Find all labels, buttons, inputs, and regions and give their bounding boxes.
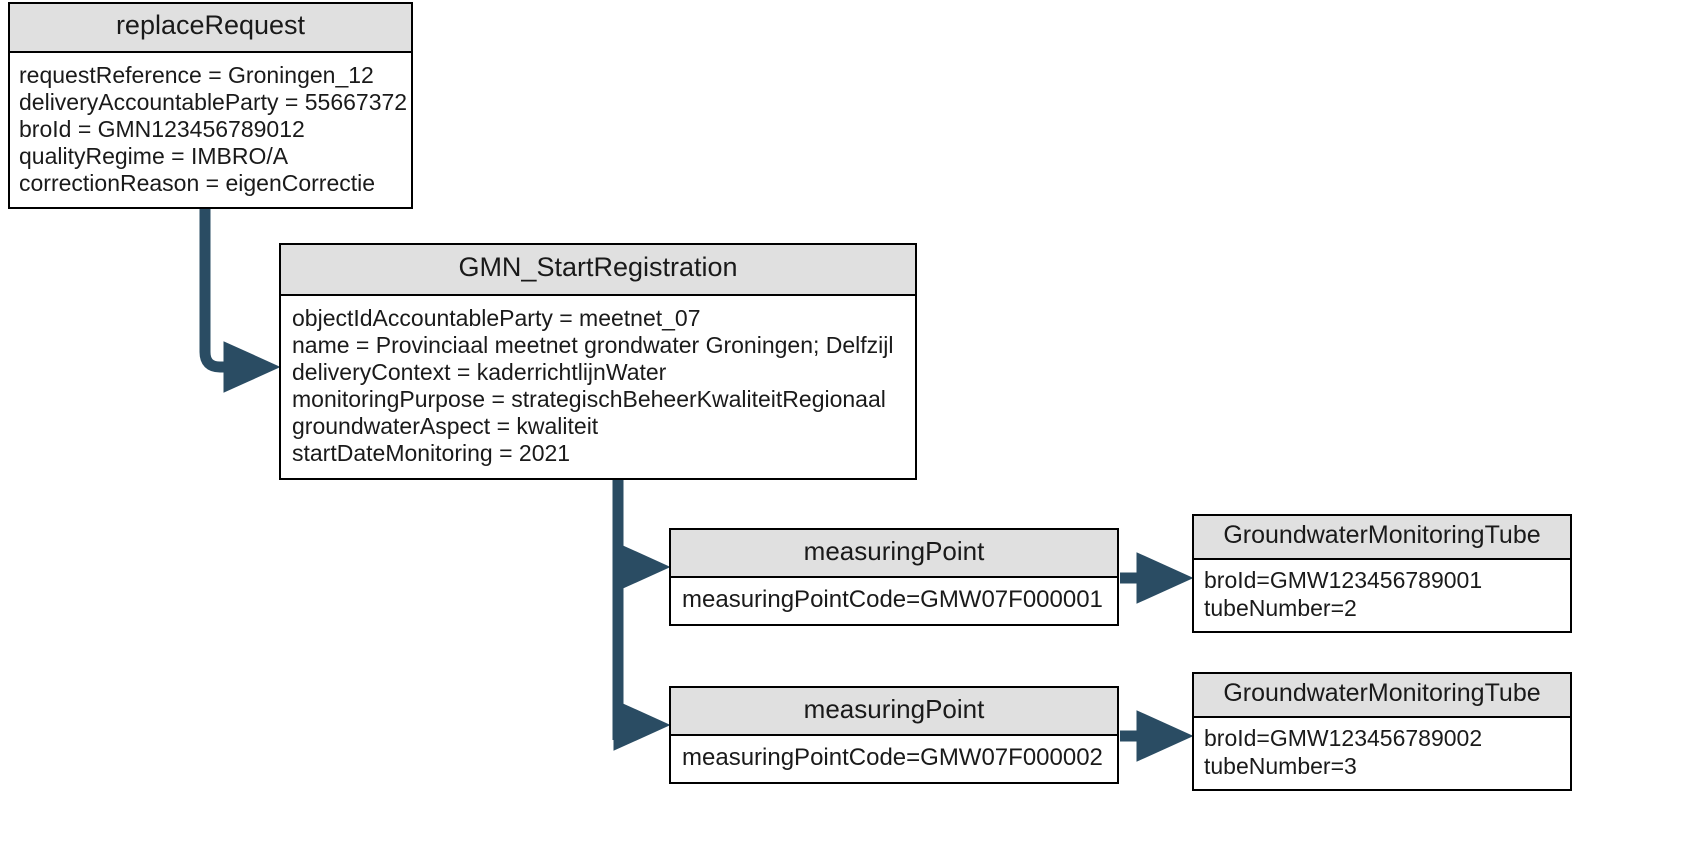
- attribute-row: startDateMonitoring = 2021: [292, 440, 571, 467]
- attribute-row: measuringPointCode=GMW07F000002: [682, 743, 1103, 771]
- object-box-measuring-point-1[interactable]: measuringPoint measuringPointCode=GMW07F…: [669, 528, 1119, 626]
- box-attributes-measuring-point-2: measuringPointCode=GMW07F000002: [671, 736, 1117, 782]
- box-attributes-measuring-point-1: measuringPointCode=GMW07F000001: [671, 578, 1117, 624]
- attribute-row: measuringPointCode=GMW07F000001: [682, 585, 1103, 613]
- attribute-row: objectIdAccountableParty = meetnet_07: [292, 304, 701, 331]
- object-box-groundwater-monitoring-tube-1[interactable]: GroundwaterMonitoringTube broId=GMW12345…: [1192, 514, 1572, 634]
- box-title-groundwater-monitoring-tube-1: GroundwaterMonitoringTube: [1194, 516, 1570, 561]
- connector-trunk-to-measuringpoint-2: [612, 699, 671, 751]
- object-box-measuring-point-2[interactable]: measuringPoint measuringPointCode=GMW07F…: [669, 686, 1119, 784]
- box-attributes-replace-request: requestReference = Groningen_12 delivery…: [10, 53, 411, 208]
- attribute-row: correctionReason = eigenCorrectie: [19, 170, 376, 197]
- attribute-row: deliveryAccountableParty = 55667372: [19, 88, 408, 115]
- attribute-row: groundwaterAspect = kwaliteit: [292, 413, 599, 440]
- object-box-groundwater-monitoring-tube-2[interactable]: GroundwaterMonitoringTube broId=GMW12345…: [1192, 672, 1572, 792]
- box-attributes-groundwater-monitoring-tube-1: broId=GMW123456789001 tubeNumber=2: [1194, 560, 1570, 631]
- attribute-row: broId=GMW123456789001: [1204, 567, 1483, 594]
- attribute-row: monitoringPurpose = strategischBeheerKwa…: [292, 386, 886, 413]
- box-title-measuring-point-2: measuringPoint: [671, 688, 1117, 736]
- object-box-gmn-startregistration[interactable]: GMN_StartRegistration objectIdAccountabl…: [279, 243, 917, 480]
- box-title-gmn-startregistration: GMN_StartRegistration: [281, 245, 915, 296]
- box-attributes-gmn-startregistration: objectIdAccountableParty = meetnet_07 na…: [281, 296, 915, 478]
- attribute-row: qualityRegime = IMBRO/A: [19, 143, 289, 170]
- object-box-replace-request[interactable]: replaceRequest requestReference = Gronin…: [8, 2, 413, 210]
- attribute-row: broId = GMN123456789012: [19, 116, 305, 142]
- attribute-row: tubeNumber=3: [1204, 752, 1357, 779]
- box-title-measuring-point-1: measuringPoint: [671, 530, 1117, 578]
- box-attributes-groundwater-monitoring-tube-2: broId=GMW123456789002 tubeNumber=3: [1194, 718, 1570, 789]
- attribute-row: broId=GMW123456789002: [1204, 725, 1483, 752]
- attribute-row: tubeNumber=2: [1204, 594, 1357, 621]
- connector-trunk-to-measuringpoint-1: [612, 541, 671, 593]
- box-title-groundwater-monitoring-tube-2: GroundwaterMonitoringTube: [1194, 674, 1570, 719]
- box-title-replace-request: replaceRequest: [10, 4, 411, 53]
- attribute-row: requestReference = Groningen_12: [19, 61, 374, 88]
- connector-replacerequest-to-startregistration: [199, 203, 281, 393]
- attribute-row: name = Provinciaal meetnet grondwater Gr…: [292, 331, 894, 358]
- attribute-row: deliveryContext = kaderrichtlijnWater: [292, 359, 667, 385]
